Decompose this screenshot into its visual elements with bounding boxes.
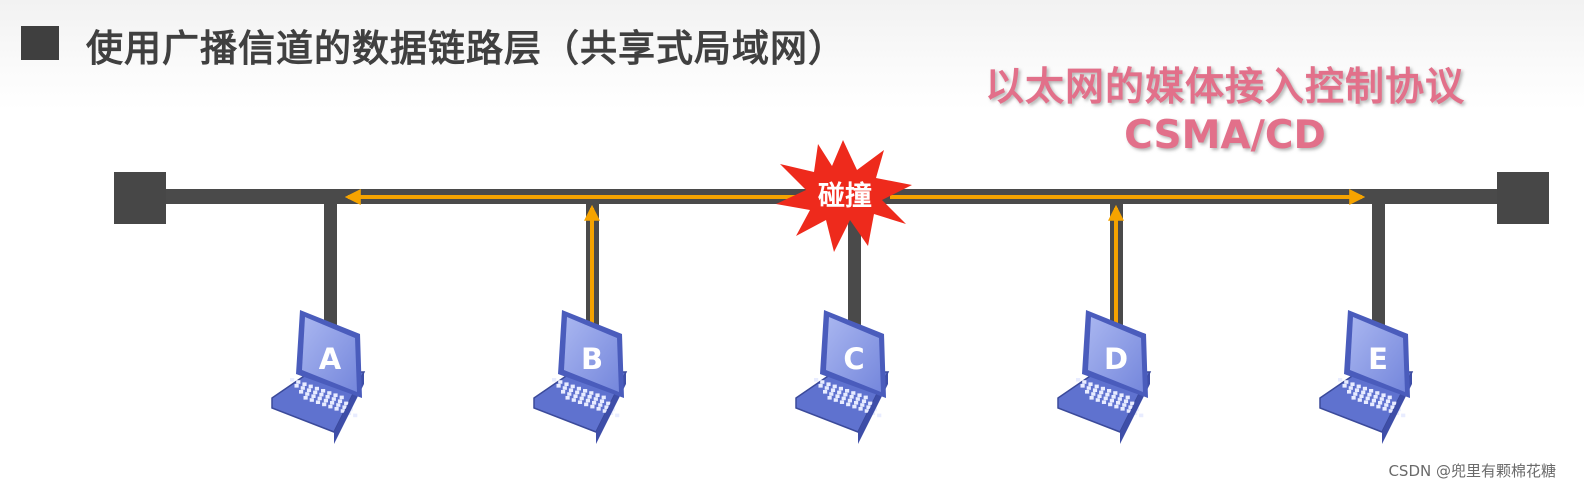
drop-cable-a [324, 200, 337, 330]
host-label-c: C [843, 342, 864, 376]
drop-cable-e [1372, 200, 1385, 330]
laptop-screen [564, 317, 619, 392]
laptop-b: B [533, 310, 628, 444]
laptop-e: E [1319, 310, 1414, 444]
host-label-e: E [1368, 342, 1388, 376]
host-label-a: A [319, 342, 342, 376]
laptop-c: C [795, 310, 890, 444]
laptop-screen [1350, 317, 1405, 392]
laptop-a: A [271, 310, 366, 444]
protocol-name: 以太网的媒体接入控制协议 [984, 65, 1465, 110]
page-title: 使用广播信道的数据链路层（共享式局域网） [86, 27, 846, 70]
collision-label: 碰撞 [818, 180, 872, 212]
host-label-b: B [581, 342, 603, 376]
protocol-acronym: CSMA/CD [1124, 112, 1326, 158]
collision-burst [776, 140, 912, 252]
left-terminator [114, 172, 166, 224]
protocol-caption: 以太网的媒体接入控制协议 CSMA/CD [980, 66, 1470, 157]
laptop-d: D [1057, 310, 1152, 444]
laptop-screen [1088, 317, 1143, 392]
drop-cable-c [848, 200, 861, 330]
watermark: CSDN @兜里有颗棉花糖 [1388, 462, 1556, 480]
title-bullet [21, 26, 59, 60]
keyboard-keys [290, 378, 358, 418]
laptop-screen [302, 317, 357, 392]
laptop-screen [826, 317, 881, 392]
host-label-d: D [1104, 342, 1128, 376]
right-terminator [1497, 172, 1549, 224]
